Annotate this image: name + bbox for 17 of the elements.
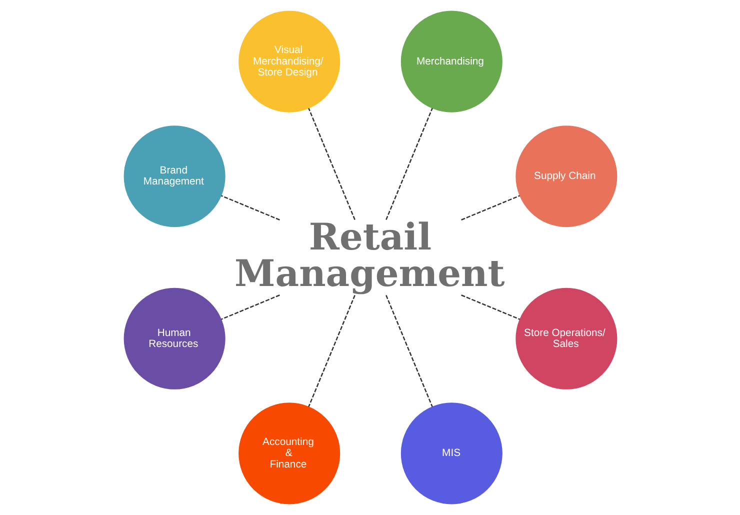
- connector: [460, 195, 520, 220]
- node-circle: Accounting & Finance: [238, 402, 340, 504]
- connector: [220, 195, 280, 220]
- node-circle: Brand Management: [123, 126, 225, 228]
- connector: [460, 294, 520, 320]
- node-circle: Visual Merchandising/ Store Design: [238, 10, 340, 112]
- node-circle: MIS: [400, 402, 502, 504]
- connector: [385, 108, 432, 220]
- connector: [220, 294, 280, 320]
- node-circle: Merchandising: [400, 10, 502, 112]
- connector: [308, 108, 355, 220]
- connector: [385, 295, 432, 408]
- node-text: Retail Management: [234, 214, 504, 296]
- node-circle: Supply Chain: [515, 126, 617, 228]
- connector: [308, 295, 355, 408]
- node-circle: Human Resources: [123, 288, 225, 390]
- node-circle: Store Operations/ Sales: [515, 288, 617, 390]
